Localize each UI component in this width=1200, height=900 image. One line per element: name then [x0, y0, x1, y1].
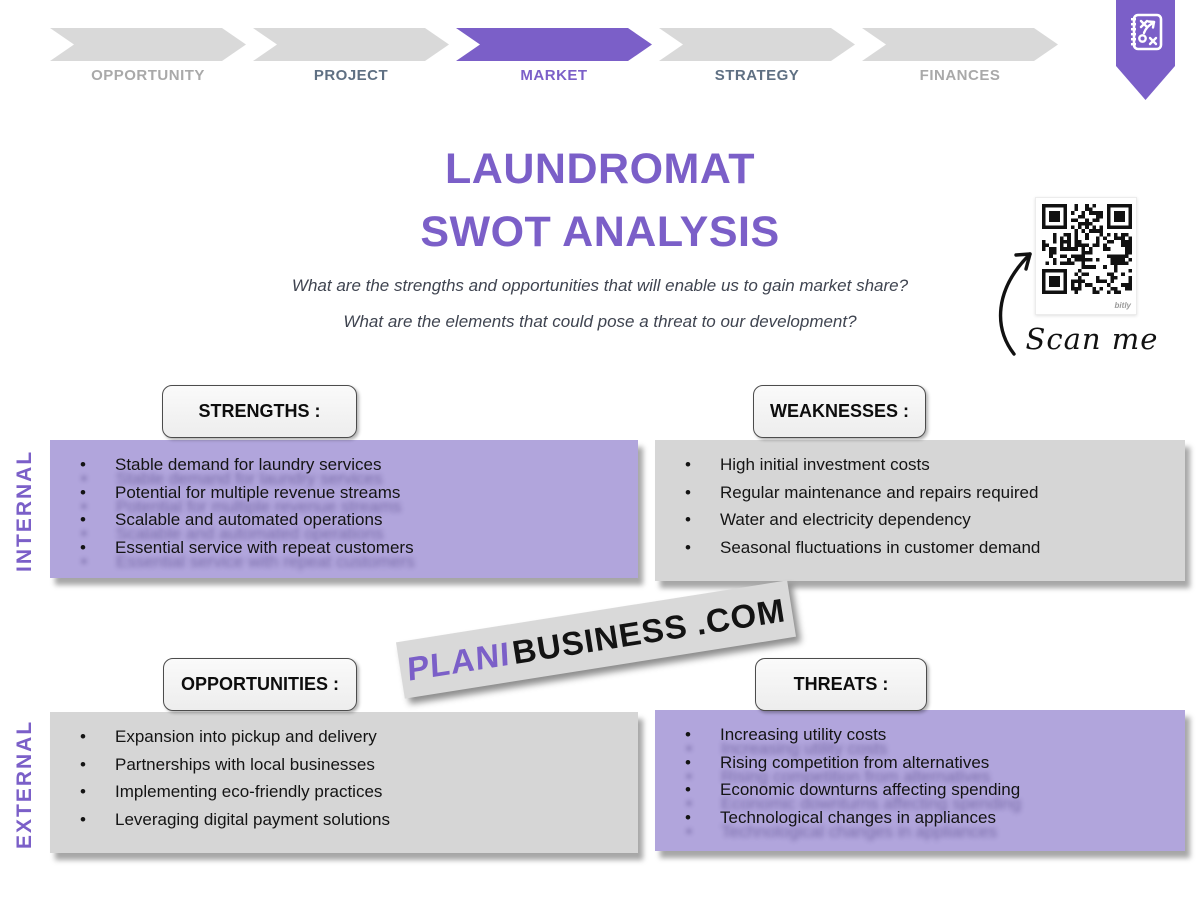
strengths-item-3: Scalable and automated operations: [115, 510, 383, 529]
threats-panel: • Increasing utility costs • Rising compet…: [655, 710, 1185, 851]
opportunities-list: • Expansion into pickup and delivery • Par…: [50, 712, 638, 833]
bullet-dot: •: [685, 725, 691, 744]
bullet-dot: •: [685, 807, 691, 827]
list-item: • Scalable and automated operations: [80, 506, 628, 534]
list-item: • Rising competition from alternatives: [685, 749, 1175, 777]
strategy-playbook-icon: [1127, 0, 1165, 100]
step-label-finances[interactable]: FINANCES: [919, 67, 1001, 84]
opportunities-header: OPPORTUNITIES :: [163, 658, 357, 711]
strengths-item-2: Potential for multiple revenue streams: [115, 482, 401, 502]
threats-item-1: Increasing utility costs: [720, 725, 887, 744]
axis-label-internal: INTERNAL: [13, 449, 36, 573]
threats-header: THREATS :: [755, 658, 927, 711]
weaknesses-item-2: Regular maintenance and repairs required: [720, 482, 1039, 502]
weaknesses-list: • High initial investment costs • Regular …: [655, 440, 1185, 561]
opportunities-panel: • Expansion into pickup and delivery • Par…: [50, 712, 638, 853]
curved-arrow-icon: [998, 252, 1032, 356]
threats-item-3: Economic downturns affecting spending: [720, 780, 1021, 799]
bullet-dot: •: [685, 510, 691, 529]
bullet-dot: •: [80, 455, 86, 474]
weaknesses-item-3: Water and electricity dependency: [720, 510, 971, 529]
bullet-dot: •: [80, 754, 86, 774]
watermark-banner: PLANI BUSINESS .COM: [395, 580, 797, 699]
list-item: • Economic downturns affecting spending: [685, 776, 1175, 804]
bullet-dot: •: [685, 537, 691, 557]
bullet-dot: •: [80, 727, 86, 746]
watermark-part2: BUSINESS: [509, 606, 690, 671]
subtitle-question-2: What are the elements that could pose a …: [343, 312, 857, 331]
bullet-dot: •: [80, 510, 86, 529]
list-item: • Water and electricity dependency: [685, 506, 1175, 534]
list-item: • Regular maintenance and repairs require…: [685, 479, 1175, 507]
list-item: • Essential service with repeat customers: [80, 534, 628, 562]
list-item: • Expansion into pickup and delivery: [80, 723, 628, 751]
qr-provider-label: bitly: [1114, 301, 1131, 310]
list-item: • Stable demand for laundry services: [80, 451, 628, 479]
step-chevron-strategy[interactable]: [659, 28, 855, 61]
threats-item-4: Technological changes in appliances: [720, 807, 996, 827]
list-item: • High initial investment costs: [685, 451, 1175, 479]
step-label-market[interactable]: MARKET: [520, 67, 588, 84]
list-item: • Implementing eco-friendly practices: [80, 778, 628, 806]
step-chevron-opportunity[interactable]: [50, 28, 246, 61]
list-item: • Potential for multiple revenue streams: [80, 479, 628, 507]
bullet-dot: •: [685, 752, 691, 772]
weaknesses-panel: • High initial investment costs • Regular …: [655, 440, 1185, 581]
page-title-line2: SWOT ANALYSIS: [420, 208, 780, 256]
strengths-header: STRENGTHS :: [162, 385, 357, 438]
bullet-dot: •: [685, 455, 691, 474]
weaknesses-header: WEAKNESSES :: [753, 385, 926, 438]
strengths-list: • Stable demand for laundry services • Pot…: [50, 440, 638, 561]
opportunities-item-2: Partnerships with local businesses: [115, 754, 375, 774]
page-subtitle: What are the strengths and opportunities…: [0, 268, 1200, 340]
bullet-dot: •: [685, 482, 691, 502]
strengths-panel: • Stable demand for laundry services • Pot…: [50, 440, 638, 578]
scan-me-label: Scan me: [1025, 322, 1159, 356]
step-chevron-market[interactable]: [456, 28, 652, 61]
opportunities-item-4: Leveraging digital payment solutions: [115, 809, 391, 829]
threats-item-2: Rising competition from alternatives: [720, 752, 990, 772]
subtitle-question-1: What are the strengths and opportunities…: [291, 276, 909, 295]
step-label-project[interactable]: PROJECT: [313, 67, 389, 84]
corner-ribbon-badge: [1116, 0, 1175, 100]
opportunities-item-1: Expansion into pickup and delivery: [115, 727, 377, 746]
page-title-line1: LAUNDROMAT: [445, 145, 755, 193]
step-chevron-finances[interactable]: [862, 28, 1058, 61]
strengths-item-1: Stable demand for laundry services: [115, 455, 382, 474]
watermark-part3: .COM: [693, 590, 788, 642]
bullet-dot: •: [80, 809, 86, 829]
page-title: LAUNDROMAT SWOT ANALYSIS: [0, 138, 1200, 264]
list-item: • Leveraging digital payment solutions: [80, 806, 628, 834]
bullet-dot: •: [80, 482, 86, 502]
threats-list: • Increasing utility costs • Rising compet…: [655, 710, 1185, 831]
step-chevron-project[interactable]: [253, 28, 449, 61]
list-item: • Partnerships with local businesses: [80, 751, 628, 779]
bullet-dot: •: [80, 537, 86, 557]
step-label-opportunity[interactable]: OPPORTUNITY: [91, 67, 205, 84]
strengths-item-4: Essential service with repeat customers: [115, 537, 414, 557]
watermark-part1: PLANI: [405, 634, 511, 688]
bullet-dot: •: [80, 782, 86, 801]
bullet-dot: •: [685, 780, 691, 799]
opportunities-item-3: Implementing eco-friendly practices: [115, 782, 383, 801]
axis-label-external: EXTERNAL: [13, 719, 36, 849]
list-item: • Technological changes in appliances: [685, 804, 1175, 832]
list-item: • Seasonal fluctuations in customer deman…: [685, 534, 1175, 562]
qr-code: bitly: [1035, 197, 1137, 315]
weaknesses-item-4: Seasonal fluctuations in customer demand: [720, 537, 1041, 557]
weaknesses-item-1: High initial investment costs: [720, 455, 930, 474]
step-label-strategy[interactable]: STRATEGY: [714, 67, 800, 84]
list-item: • Increasing utility costs: [685, 721, 1175, 749]
